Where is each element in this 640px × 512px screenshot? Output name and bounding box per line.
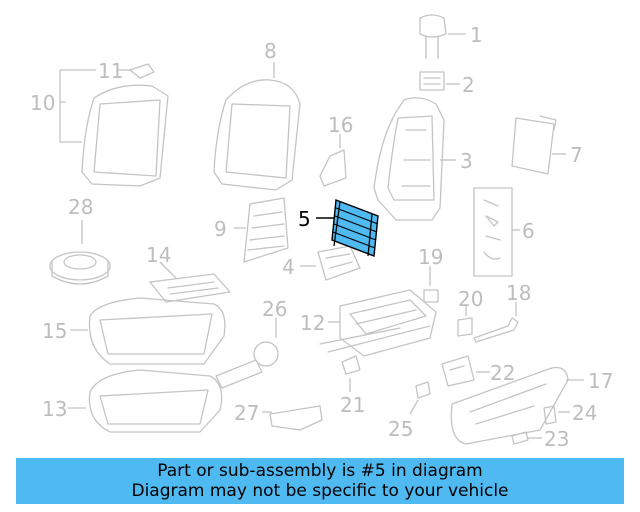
label-14: 14: [146, 243, 171, 267]
label-16: 16: [328, 113, 353, 137]
label-28: 28: [68, 195, 93, 219]
part-knob-24: [543, 405, 557, 425]
part-hardware-group: [473, 187, 513, 277]
part-track: [269, 405, 323, 431]
part-clip-25: [415, 381, 431, 399]
part-cushion-trim: [88, 297, 226, 365]
label-6: 6: [522, 219, 535, 243]
part-switch: [441, 355, 475, 387]
label-10: 10: [30, 91, 55, 115]
banner-line-2: Diagram may not be specific to your vehi…: [131, 481, 509, 501]
label-15: 15: [42, 319, 67, 343]
part-headrest-guide: [419, 71, 445, 91]
part-side-shield: [450, 366, 569, 445]
label-8: 8: [264, 39, 277, 63]
label-17: 17: [588, 369, 613, 393]
label-13: 13: [42, 397, 67, 421]
label-9: 9: [214, 217, 227, 241]
part-clip-20: [457, 317, 473, 337]
part-back-pad: [243, 197, 289, 263]
part-seat-frame: [319, 289, 437, 357]
part-clip-19: [423, 289, 439, 303]
label-22: 22: [490, 361, 515, 385]
part-seatback-frame: [373, 97, 445, 221]
label-12: 12: [300, 311, 325, 335]
info-banner: Part or sub-assembly is #5 in diagram Di…: [16, 458, 624, 504]
part-lever: [473, 317, 519, 343]
label-7: 7: [570, 143, 583, 167]
label-21: 21: [340, 393, 365, 417]
label-27: 27: [234, 401, 259, 425]
part-lumbar-bracket: [317, 245, 361, 281]
label-5: 5: [298, 207, 311, 231]
part-heater-mat: [149, 273, 231, 303]
part-cushion-pad: [88, 369, 223, 433]
part-headrest: [419, 14, 447, 59]
label-24: 24: [572, 401, 597, 425]
label-1: 1: [470, 23, 483, 47]
seat-parts-diagram: 1 2 3 4 5 6 7 8: [30, 14, 613, 451]
label-2: 2: [462, 73, 475, 97]
part-seatback-trim: [81, 63, 169, 187]
part-speaker: [49, 251, 111, 285]
part-side-panel: [511, 115, 557, 175]
part-knob-23: [511, 431, 529, 445]
part-seatback-cover: [213, 79, 301, 191]
part-clip: [319, 149, 347, 187]
label-26: 26: [262, 297, 287, 321]
label-18: 18: [506, 281, 531, 305]
part-motor: [215, 341, 279, 389]
part-bracket-21: [341, 355, 361, 375]
label-23: 23: [544, 427, 569, 451]
label-20: 20: [458, 287, 483, 311]
label-3: 3: [460, 149, 473, 173]
part-5-highlighted: [331, 199, 379, 257]
label-11: 11: [98, 59, 123, 83]
banner-line-1: Part or sub-assembly is #5 in diagram: [157, 461, 483, 481]
label-4: 4: [282, 255, 295, 279]
label-19: 19: [418, 245, 443, 269]
label-25: 25: [388, 417, 413, 441]
